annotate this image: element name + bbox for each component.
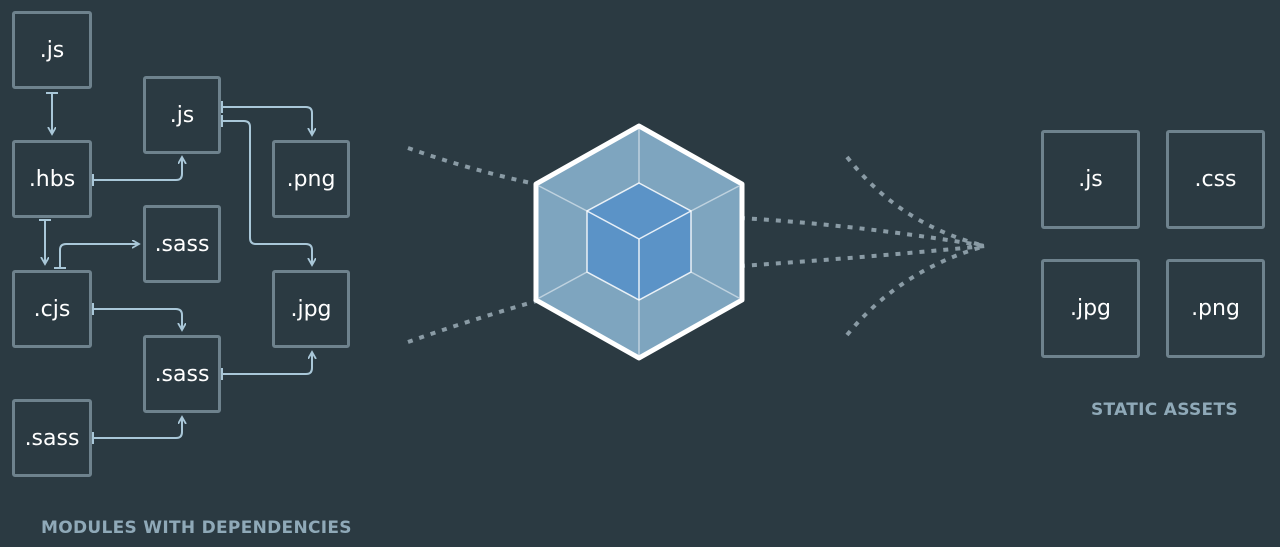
arrow-hbs-to-js [93,158,182,181]
module-label: .cjs [33,296,71,322]
module-label: .js [169,102,195,128]
module-box-sass-middle: .sass [143,335,221,413]
module-box-sass-bottom: .sass [12,399,92,477]
flow-line-out-2 [739,244,986,268]
module-label: .jpg [290,296,332,322]
module-label: .hbs [28,166,76,192]
asset-box-js: .js [1041,130,1140,229]
module-label: .js [39,37,65,63]
module-label: .sass [24,425,80,451]
arrow-sass-bottom-to-sass-mid [93,418,182,439]
module-box-sass-upper: .sass [143,205,221,283]
arrow-tails [39,92,223,444]
flow-line-in-bottom [407,298,541,344]
arrow-js-to-jpg [222,120,312,264]
arrow-cjs-to-sass [59,244,138,268]
module-box-png: .png [272,140,350,218]
arrow-cjs-to-sass-mid [93,308,182,329]
flow-lines [407,146,986,344]
asset-box-png: .png [1166,259,1265,358]
arrow-sass-to-jpg [222,353,312,375]
flow-line-out-bottom [845,244,986,337]
module-box-js: .js [143,76,221,154]
arrow-js-to-png [222,106,312,134]
flow-line-out-top [845,155,986,248]
asset-label: .css [1194,167,1237,192]
asset-box-css: .css [1166,130,1265,229]
flow-line-out-1 [739,216,986,248]
webpack-cube-icon [533,123,745,361]
modules-section-label: MODULES WITH DEPENDENCIES [41,518,352,538]
module-box-hbs: .hbs [12,140,92,218]
module-label: .sass [154,361,210,387]
module-box-cjs: .cjs [12,270,92,348]
module-box-jpg: .jpg [272,270,350,348]
asset-label: .png [1191,296,1240,321]
assets-section-label: STATIC ASSETS [1091,400,1238,420]
asset-box-jpg: .jpg [1041,259,1140,358]
asset-label: .js [1078,167,1103,192]
module-label: .sass [154,231,210,257]
flow-line-in-top [407,146,541,187]
module-label: .png [286,166,336,192]
dependency-arrows [45,93,312,439]
module-box-js-top: .js [12,11,92,89]
asset-label: .jpg [1069,296,1112,321]
